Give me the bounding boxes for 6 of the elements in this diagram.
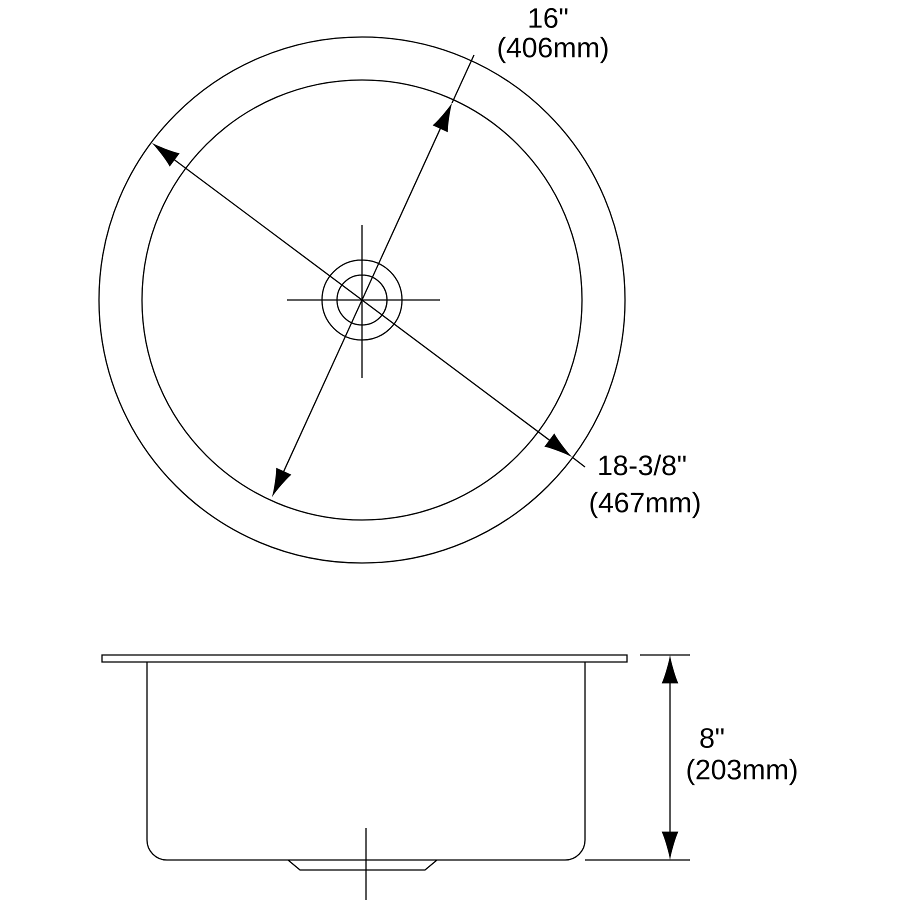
dimension-label: (203mm): [688, 758, 796, 786]
dimension-label: 16": [530, 8, 568, 28]
dimension-label: 8": [700, 728, 724, 748]
dimension-label: 18-3/8": [599, 454, 686, 476]
dimension-label: (467mm): [590, 492, 700, 518]
dimension-label: (406mm): [498, 36, 608, 64]
